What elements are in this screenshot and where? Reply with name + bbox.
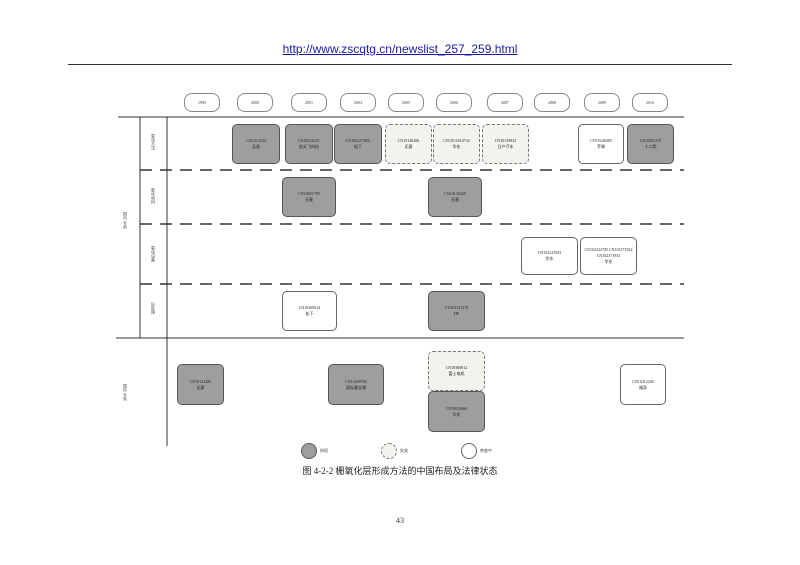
legend-invalid-label: 失效	[400, 448, 408, 454]
patent-box[interactable]: CN10051780无意	[282, 177, 336, 217]
legend-invalid-swatch	[381, 443, 397, 459]
page-number: 43	[0, 516, 800, 525]
side-label-row-equipment: 氧化设备	[150, 246, 156, 262]
legend-granted-swatch	[301, 443, 317, 459]
legend-granted-label: 授权	[320, 448, 328, 454]
legend-pending-label: 审查中	[480, 448, 492, 454]
patent-box[interactable]: CN10032666华东	[428, 391, 485, 432]
patent-box[interactable]: CN101311278HP	[428, 291, 485, 331]
side-label-row-posttreat: 后处理	[150, 302, 156, 314]
patent-box[interactable]: CN10065278十二院	[627, 124, 674, 164]
patent-box[interactable]: CN10360812富士电机	[428, 351, 485, 391]
side-label-domestic: 国内 专利	[122, 212, 128, 229]
side-label-row-material: 氧化材料	[150, 188, 156, 204]
patent-box[interactable]: CN10240483苹果	[578, 124, 624, 164]
patent-box[interactable]: CN10124485无意	[177, 364, 224, 405]
patent-box[interactable]: CN1003221C航天飞科技	[285, 124, 333, 164]
patent-box[interactable]: CN10439700国际重金属	[328, 364, 384, 405]
side-label-row-method: 氧化方法	[150, 134, 156, 150]
patent-box[interactable]: CN1002273BC松下	[334, 124, 382, 164]
patent-box[interactable]: CN10412206福耳	[620, 364, 666, 405]
figure-caption: 图 4-2-2 栅氧化层形成方法的中国布局及法律状态	[0, 464, 800, 477]
patent-box[interactable]: CN10130420无意	[428, 177, 482, 217]
patent-box[interactable]: CN10369614松下	[282, 291, 337, 331]
patent-box[interactable]: CN102225943华东	[521, 237, 578, 275]
patent-box[interactable]: CN10126206无意	[385, 124, 432, 164]
patent-box[interactable]: CN102322785 CN102371922 CN102371933华东	[580, 237, 637, 275]
patent-box[interactable]: CN10133A4732华东	[433, 124, 480, 164]
legend-pending-swatch	[461, 443, 477, 459]
patent-box[interactable]: CN1012334无意	[232, 124, 280, 164]
patent-box[interactable]: CN10129832日产汽车	[482, 124, 529, 164]
side-label-foreign: 国外 专利	[122, 384, 128, 401]
